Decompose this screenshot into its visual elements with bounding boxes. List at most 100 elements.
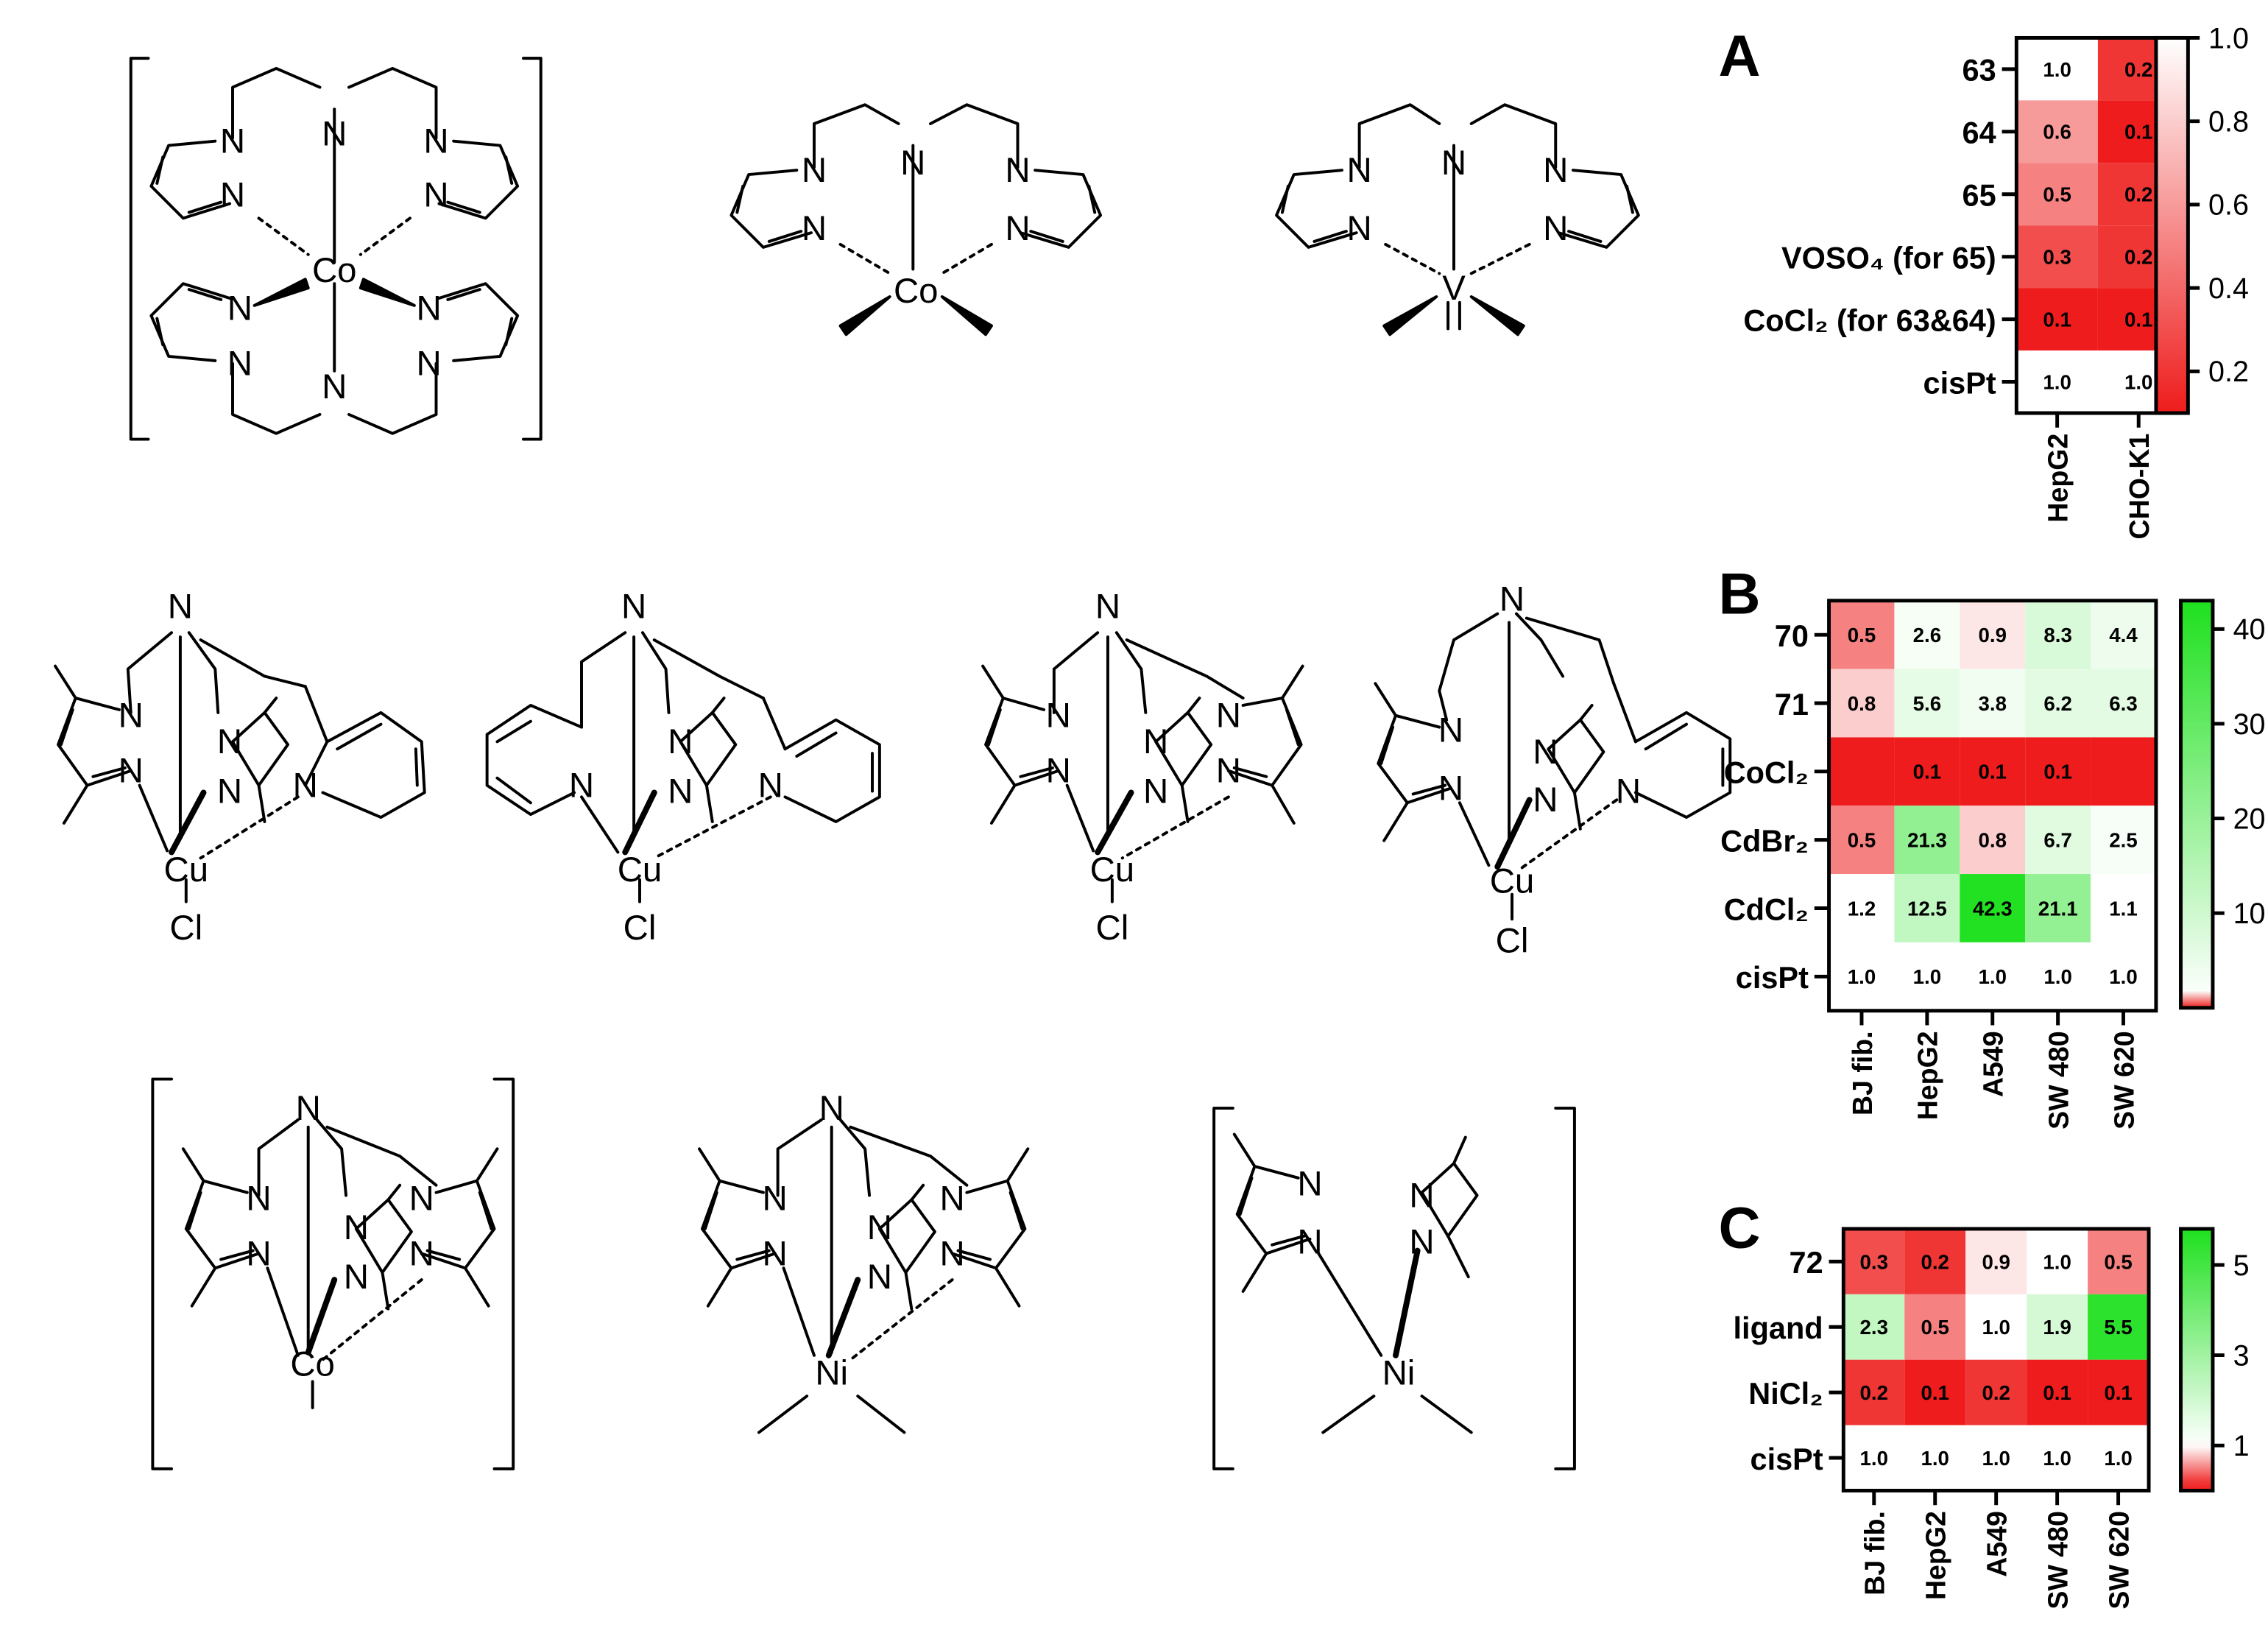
heatmap-cell bbox=[1829, 669, 1895, 738]
heatmap-cell bbox=[2088, 1228, 2149, 1294]
cell-value-label: 0.8 bbox=[1848, 692, 1876, 715]
heatmap-cell bbox=[1960, 942, 2026, 1011]
atom-n: N bbox=[621, 587, 646, 626]
cell-value-label: 1.0 bbox=[1848, 965, 1876, 988]
row-label: NiCl₂ bbox=[1748, 1376, 1823, 1411]
atom-n: N bbox=[900, 144, 925, 183]
heatmap-cell bbox=[2091, 669, 2156, 738]
heatmap-cell bbox=[2025, 600, 2091, 669]
atom-cl: Cl bbox=[623, 909, 657, 948]
cell-value-label: 0.1 bbox=[2043, 308, 2071, 331]
compound-72 bbox=[698, 1118, 1030, 1434]
heatmap-cell bbox=[1960, 806, 2026, 875]
column-label: SW 480 bbox=[2043, 1031, 2074, 1129]
atom-n: N bbox=[1347, 209, 1372, 248]
atom-ni: Ni bbox=[1382, 1353, 1416, 1392]
atom-n: N bbox=[1438, 769, 1463, 808]
atom-n: N bbox=[344, 1258, 369, 1297]
compound-70-71 bbox=[151, 1077, 515, 1470]
panel-label: B bbox=[1718, 561, 1760, 627]
cell-value-label: 1.0 bbox=[2043, 1447, 2071, 1470]
atom-co: Co bbox=[312, 251, 357, 290]
cell-value-label: 0.8 bbox=[1979, 829, 2007, 852]
column-label: SW 480 bbox=[2042, 1511, 2073, 1609]
atom-n: N bbox=[763, 1179, 788, 1218]
column-label: BJ fib. bbox=[1859, 1511, 1890, 1596]
atom-n: N bbox=[1297, 1165, 1322, 1204]
heatmap-cell bbox=[1965, 1359, 2027, 1425]
colorbar bbox=[2154, 35, 2190, 415]
row-label: CoCl₂ (for 63&64) bbox=[1743, 303, 1996, 337]
heatmap-cell bbox=[2027, 1425, 2088, 1491]
row-label: 64 bbox=[1963, 116, 1996, 150]
heatmap-cell bbox=[1960, 669, 2026, 738]
cell-value-label: 6.2 bbox=[2043, 692, 2071, 715]
compound-64 bbox=[729, 103, 1103, 336]
heatmap-cell bbox=[2091, 942, 2156, 1011]
heatmap-cell bbox=[1829, 600, 1895, 669]
cell-value-label: 0.2 bbox=[2124, 183, 2152, 206]
atom-n: N bbox=[409, 1234, 434, 1273]
heatmap-cell bbox=[2027, 1294, 2088, 1360]
atom-n: N bbox=[802, 209, 827, 248]
row-label: CdBr₂ bbox=[1720, 823, 1809, 858]
colorbar-tick-label: 0.2 bbox=[2208, 356, 2249, 388]
panel-label: A bbox=[1718, 23, 1760, 88]
colorbar-tick-label: 3 bbox=[2233, 1339, 2250, 1372]
compound-69 bbox=[1374, 612, 1732, 921]
colorbar-tick-label: 10 bbox=[2233, 898, 2266, 930]
heatmap-cell bbox=[1965, 1425, 2027, 1491]
colorbar-tick-label: 30 bbox=[2233, 708, 2266, 741]
compound-66 bbox=[54, 631, 426, 903]
heatmap-cell bbox=[1829, 806, 1895, 875]
colorbar-tick-label: 0.8 bbox=[2208, 105, 2249, 138]
heatmap-cell bbox=[1965, 1294, 2027, 1360]
cell-value-label: 1.0 bbox=[2043, 965, 2071, 988]
cell-value-label: 5.5 bbox=[2104, 1316, 2132, 1339]
cell-value-label: 0.2 bbox=[1860, 1381, 1888, 1404]
heatmap-cell bbox=[1829, 942, 1895, 1011]
cell-value-label: 5.6 bbox=[1913, 692, 1941, 715]
atom-n: N bbox=[409, 1179, 434, 1218]
column-label: A549 bbox=[1982, 1511, 2013, 1577]
cell-value-label: 2.5 bbox=[2109, 829, 2137, 852]
cell-value-label: 0.5 bbox=[1848, 624, 1876, 646]
atom-n: N bbox=[322, 115, 347, 154]
row-label: cisPt bbox=[1751, 1442, 1823, 1476]
colorbar-tick-label: 1.0 bbox=[2208, 22, 2249, 54]
cell-value-label: 3.8 bbox=[1979, 692, 2007, 715]
row-label: CdCl₂ bbox=[1724, 892, 1809, 926]
colorbar-tick-label: 40 bbox=[2233, 613, 2266, 646]
heatmap-cell bbox=[1894, 942, 1960, 1011]
atom-n: N bbox=[1533, 733, 1558, 772]
atom-n: N bbox=[119, 697, 144, 736]
atom-n: N bbox=[296, 1089, 321, 1128]
cell-value-label: 0.1 bbox=[2124, 308, 2152, 331]
cell-value-label: 1.0 bbox=[2043, 1250, 2071, 1273]
heatmap-cell bbox=[1829, 874, 1895, 942]
atom-n: N bbox=[668, 772, 693, 811]
atom-n: N bbox=[802, 151, 827, 190]
atom-cl: Cl bbox=[169, 909, 202, 948]
atom-n: N bbox=[1046, 752, 1071, 791]
heatmap-cell bbox=[2016, 163, 2098, 226]
cell-value-label: 0.3 bbox=[2043, 246, 2071, 269]
heatmap-cell bbox=[2025, 806, 2091, 875]
atom-n: N bbox=[668, 722, 693, 761]
atom-n: N bbox=[1095, 587, 1120, 626]
cell-value-label: 42.3 bbox=[1973, 897, 2013, 920]
cell-value-label: 1.0 bbox=[2104, 1447, 2132, 1470]
panel-label: C bbox=[1718, 1195, 1760, 1261]
atom-co: Co bbox=[894, 272, 939, 311]
column-label: CHO-K1 bbox=[2124, 434, 2155, 540]
compound-65 bbox=[1275, 103, 1640, 336]
cell-value-label: 6.7 bbox=[2043, 829, 2071, 852]
colorbar bbox=[2179, 1227, 2215, 1492]
row-label: 71 bbox=[1775, 687, 1809, 722]
cell-value-label: 0.1 bbox=[2043, 1381, 2071, 1404]
cell-value-label: 0.1 bbox=[1979, 761, 2007, 783]
cell-value-label: 1.0 bbox=[1860, 1447, 1888, 1470]
cell-value-label: 0.2 bbox=[1921, 1250, 1949, 1273]
